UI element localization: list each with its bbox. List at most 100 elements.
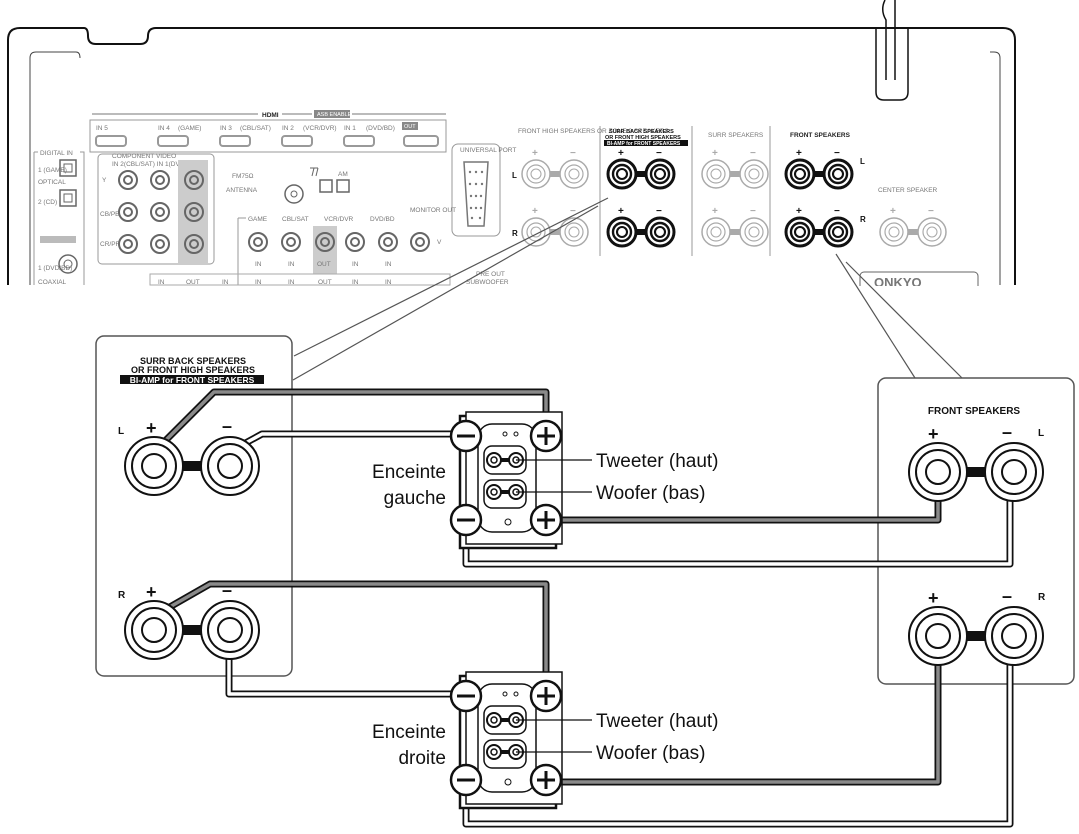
svg-text:IN 5: IN 5	[96, 125, 108, 132]
right-channel-label: R	[118, 590, 126, 601]
woofer-label: Woofer (bas)	[596, 483, 705, 504]
hdmi-port-out	[403, 135, 439, 147]
optical-port-2	[59, 189, 77, 207]
component-video-section: COMPONENT VIDEO IN 2(CBL/SAT) IN 1(DVD/B…	[97, 153, 215, 265]
svg-text:OUT: OUT	[404, 124, 416, 130]
binding-post	[879, 217, 909, 247]
plus-sign: +	[146, 418, 157, 438]
rca-jack	[184, 170, 204, 190]
zoomed-terminal-pair	[908, 442, 1044, 502]
surr-back-title-line3: BI-AMP for FRONT SPEAKERS	[130, 375, 255, 385]
rca-jack	[248, 232, 268, 252]
am-terminal	[336, 179, 350, 193]
surr-back-title-line2: OR FRONT HIGH SPEAKERS	[131, 365, 255, 375]
svg-text:+: +	[712, 206, 718, 217]
svg-text:COAXIAL: COAXIAL	[38, 279, 67, 286]
hdmi-port-in3	[219, 135, 251, 147]
svg-text:1 (DVD/BD): 1 (DVD/BD)	[38, 265, 72, 272]
svg-text:+: +	[618, 148, 624, 159]
svg-text:FRONT SPEAKERS: FRONT SPEAKERS	[790, 132, 851, 139]
svg-text:CENTER SPEAKER: CENTER SPEAKER	[878, 187, 938, 194]
plus-sign: +	[928, 424, 939, 444]
binding-post	[124, 436, 184, 496]
rca-jack	[150, 234, 170, 254]
svg-text:(CBL/SAT): (CBL/SAT)	[240, 125, 271, 132]
svg-text:1 (GAME): 1 (GAME)	[38, 167, 67, 174]
svg-text:OUT: OUT	[186, 279, 200, 286]
svg-text:COMPONENT VIDEO: COMPONENT VIDEO	[112, 153, 176, 160]
svg-text:OUT: OUT	[317, 261, 331, 268]
svg-text:IN 2: IN 2	[282, 125, 294, 132]
svg-text:IN: IN	[255, 279, 262, 286]
hdmi-section: HDMI ASB ENABLE IN 5 IN 4 (GAME) IN 3 (C…	[89, 110, 447, 153]
binding-post	[200, 436, 260, 496]
hdmi-title: HDMI	[262, 112, 279, 119]
rca-jack	[281, 232, 301, 252]
woofer-label: Woofer (bas)	[596, 743, 705, 764]
left-channel-label: L	[1038, 428, 1044, 439]
svg-text:−: −	[928, 206, 934, 217]
svg-text:V: V	[437, 239, 442, 246]
rca-jack	[184, 234, 204, 254]
speaker-terminal-pair: +−	[784, 148, 854, 190]
svg-text:−: −	[834, 148, 840, 159]
svg-text:DIGITAL IN: DIGITAL IN	[40, 150, 73, 157]
speaker-terminals-panel: FRONT HIGH SPEAKERS OR ZONE 2 SPEAKERS S…	[512, 126, 947, 256]
speaker-plus-terminal	[529, 763, 563, 797]
front-speakers-title: FRONT SPEAKERS	[928, 406, 1021, 417]
rca-jack	[184, 202, 204, 222]
rca-jack	[150, 170, 170, 190]
binding-post	[559, 159, 589, 189]
svg-text:L: L	[512, 171, 517, 180]
tweeter-label: Tweeter (haut)	[596, 451, 719, 472]
speaker-terminal-plate	[477, 423, 537, 533]
zoomed-terminal-pair	[124, 436, 260, 496]
tweeter-label: Tweeter (haut)	[596, 711, 719, 732]
svg-text:IN: IN	[385, 279, 392, 286]
svg-text:IN: IN	[255, 261, 262, 268]
speaker-terminal-pair: +−	[701, 148, 769, 189]
plus-sign: +	[146, 582, 157, 602]
speaker-jacks	[449, 419, 563, 797]
svg-text:(GAME): (GAME)	[178, 125, 201, 132]
rca-jack	[378, 232, 398, 252]
svg-text:IN 3: IN 3	[220, 125, 232, 132]
minus-sign: –	[222, 580, 232, 600]
svg-text:MONITOR OUT: MONITOR OUT	[410, 207, 456, 214]
svg-text:PRE OUT: PRE OUT	[476, 271, 505, 278]
svg-text:IN: IN	[288, 261, 295, 268]
svg-text:FRONT HIGH SPEAKERS OR ZONE 2: FRONT HIGH SPEAKERS OR ZONE 2 SPEAKERS	[518, 128, 670, 135]
universal-port: UNIVERSAL PORT	[451, 143, 516, 237]
svg-text:−: −	[750, 148, 756, 159]
svg-text:ANTENNA: ANTENNA	[226, 187, 258, 194]
zoomed-terminals	[124, 436, 1044, 666]
minus-sign: –	[1002, 422, 1012, 442]
svg-text:IN: IN	[288, 279, 295, 286]
rca-jack	[118, 202, 138, 222]
driver-terminal-pair	[486, 484, 524, 500]
svg-text:+: +	[796, 148, 802, 159]
callout-leaders	[516, 459, 592, 753]
rca-jack	[150, 202, 170, 222]
binding-post	[200, 600, 260, 660]
rca-jack	[410, 232, 430, 252]
speaker-terminal-pair: +−	[606, 148, 676, 190]
svg-text:OUT: OUT	[318, 279, 332, 286]
svg-text:(DVD/BD): (DVD/BD)	[366, 125, 395, 132]
speaker-terminal-pair: +−	[701, 206, 769, 247]
svg-text:−: −	[656, 206, 662, 217]
right-channel-label: R	[1038, 592, 1046, 603]
speaker-plus-terminal	[529, 503, 563, 537]
speaker-terminal-pair: +−	[521, 206, 589, 247]
binding-post	[908, 442, 968, 502]
svg-text:CBL/SAT: CBL/SAT	[282, 216, 309, 223]
binding-post	[984, 442, 1044, 502]
antenna-section: FM75Ω ANTENNA AM	[226, 167, 350, 204]
binding-post	[701, 159, 731, 189]
left-speaker-label-line2: gauche	[384, 488, 446, 509]
speaker-terminal-pair: +−	[784, 206, 854, 248]
svg-text:OPTICAL: OPTICAL	[38, 179, 66, 186]
svg-text:+: +	[532, 206, 538, 217]
svg-text:IN 4: IN 4	[158, 125, 170, 132]
zoomed-terminal-pair	[908, 606, 1044, 666]
